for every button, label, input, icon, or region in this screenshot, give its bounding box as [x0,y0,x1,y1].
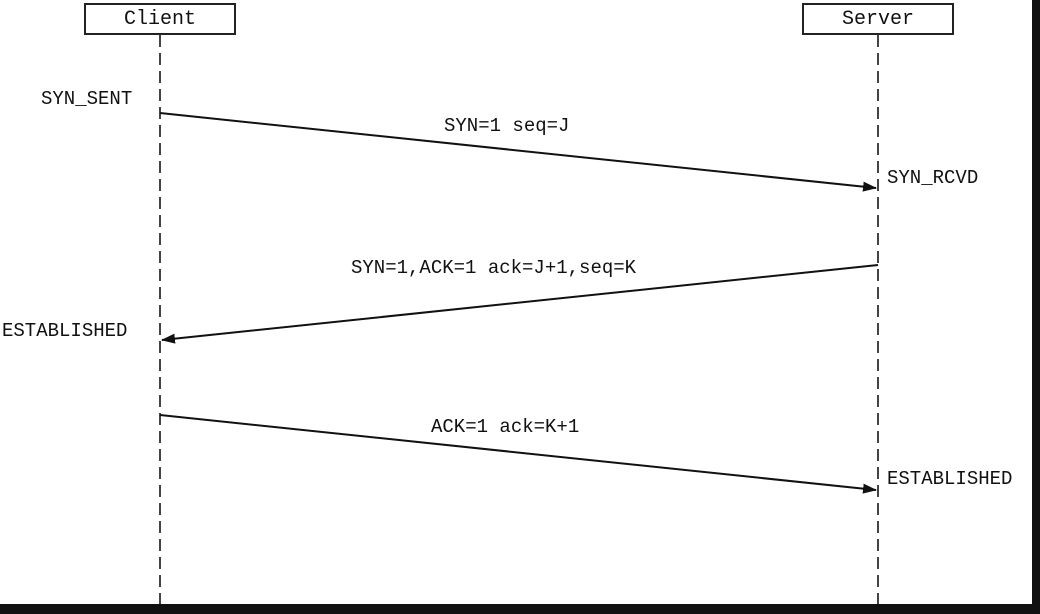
message-label-syn-ack: SYN=1,ACK=1 ack=J+1,seq=K [351,257,637,279]
message-arrow-syn-ack [161,264,879,344]
client-participant-box: Client [84,3,236,35]
server-participant-box: Server [802,3,954,35]
state-server-established: ESTABLISHED [887,468,1013,490]
message-arrow-ack [159,414,877,494]
state-client-syn-sent: SYN_SENT [41,88,133,110]
message-label-ack: ACK=1 ack=K+1 [431,416,580,438]
diagram-lines [159,35,879,604]
sequence-diagram: Client Server SYN_SENT SYN_RCVD ESTABLIS… [0,0,1032,604]
client-label: Client [123,7,196,31]
message-label-syn: SYN=1 seq=J [444,115,570,137]
state-client-established: ESTABLISHED [2,320,128,342]
state-server-syn-rcvd: SYN_RCVD [887,167,979,189]
message-arrow-syn [159,112,877,192]
server-label: Server [841,7,914,31]
